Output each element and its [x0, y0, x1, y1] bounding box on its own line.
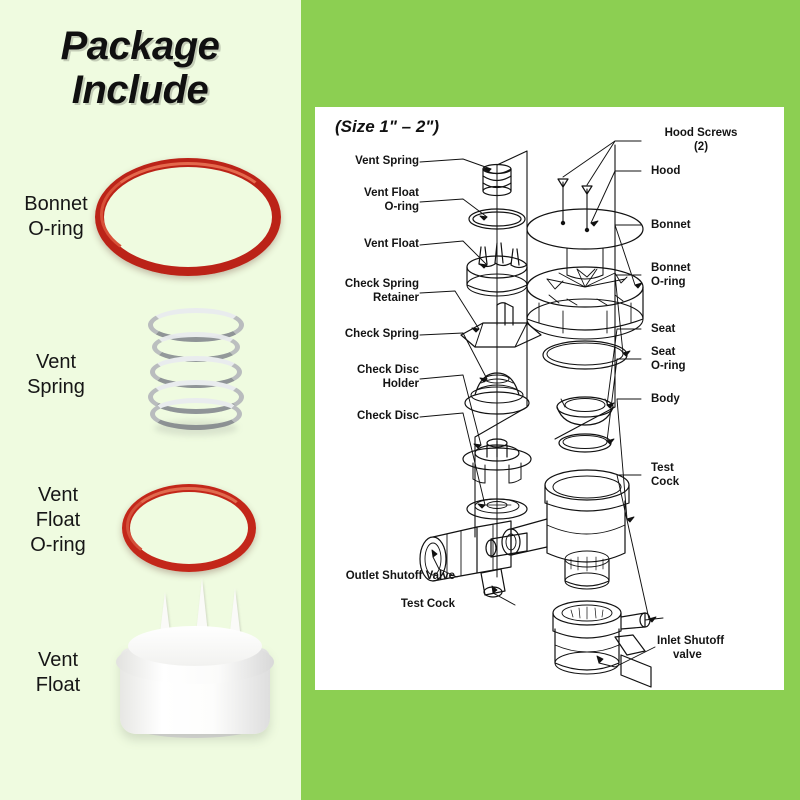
title-line-1: Package — [60, 24, 220, 68]
label-line-1: Hood Screws — [664, 127, 738, 139]
diagram-label-check-spring-retainer: Check Spring Retainer — [317, 278, 419, 305]
assembly-drawing — [419, 140, 664, 688]
vent-float-oring-image — [122, 484, 256, 572]
part-label-line-3: O-ring — [30, 534, 86, 556]
diagram-label-hood-screws: Hood Screws (2) — [645, 127, 757, 154]
label-line-2: Cock — [651, 475, 680, 488]
part-label-vent-float: Vent Float — [14, 648, 102, 698]
diagram-label-seat: Seat — [651, 323, 763, 337]
label-line-2: Retainer — [372, 291, 419, 304]
spring-coil — [150, 398, 242, 430]
package-include-panel: Package Include Bonnet O-ring Vent Sprin… — [0, 0, 301, 800]
diagram-label-body: Body — [651, 393, 763, 407]
label-line-1: Check Disc — [356, 364, 419, 376]
diagram-label-check-spring: Check Spring — [317, 328, 419, 342]
bonnet-oring-image — [95, 158, 281, 276]
label-line-1: Test Cock — [400, 598, 455, 610]
page-title: Package Include — [0, 24, 280, 112]
label-line-2: Holder — [382, 377, 419, 390]
diagram-label-check-disc: Check Disc — [317, 410, 419, 424]
diagram-label-bonnet: Bonnet — [651, 219, 763, 233]
label-line-1: Bonnet — [651, 219, 691, 231]
diagram-label-test-cock: Test Cock — [375, 598, 455, 612]
part-label-line-1: Vent — [37, 649, 79, 671]
label-line-1: Inlet Shutoff — [657, 635, 725, 647]
part-label-vent-float-oring: Vent Float O-ring — [14, 483, 102, 558]
part-label-vent-spring: Vent Spring — [10, 350, 102, 400]
label-line-1: Vent Float — [364, 238, 419, 250]
label-line-1: Test — [651, 462, 674, 474]
diagram-label-inlet-shutoff-valve: Inlet Shutoff valve — [657, 635, 773, 662]
part-label-line-2: Spring — [27, 376, 85, 398]
label-line-1: Vent Spring — [355, 155, 419, 167]
exploded-diagram-panel: (Size 1" – 2") — [315, 107, 784, 690]
label-line-1: Check Spring — [344, 278, 419, 290]
size-note: (Size 1" – 2") — [335, 117, 439, 136]
diagram-label-seat-oring: Seat O-ring — [651, 346, 763, 373]
title-line-2: Include — [71, 68, 209, 112]
label-line-1: Check Spring — [344, 328, 419, 340]
vent-float-image — [110, 578, 280, 756]
part-label-line-2: Float — [35, 674, 81, 696]
part-label-line-2: Float — [35, 509, 81, 531]
label-line-2: (2) — [693, 140, 709, 153]
part-label-line-1: Bonnet — [24, 193, 88, 215]
diagram-label-outlet-shutoff-valve: Outlet Shutoff Valve — [335, 570, 455, 584]
label-line-2: O-ring — [651, 359, 686, 372]
label-line-1: Vent Float — [364, 187, 419, 199]
diagram-label-vent-spring: Vent Spring — [321, 155, 419, 169]
diagram-label-hood: Hood — [651, 165, 763, 179]
diagram-label-test-cock-right: Test Cock — [651, 462, 763, 489]
label-line-2: O-ring — [651, 275, 686, 288]
part-label-line-1: Vent — [35, 351, 77, 373]
part-label-line-1: Vent — [37, 484, 79, 506]
vent-spring-image — [148, 306, 244, 436]
label-line-1: Check Disc — [356, 410, 419, 422]
label-line-1: Outlet Shutoff Valve — [345, 570, 455, 582]
part-label-bonnet-oring: Bonnet O-ring — [6, 192, 106, 242]
diagram-label-bonnet-oring: Bonnet O-ring — [651, 262, 763, 289]
oring-ring — [95, 158, 281, 276]
label-line-2: O-ring — [384, 200, 420, 213]
label-line-1: Body — [651, 393, 680, 405]
label-line-1: Seat — [651, 346, 676, 358]
label-line-1: Hood — [651, 165, 681, 177]
oring-ring — [122, 484, 256, 572]
diagram-label-vent-float: Vent Float — [321, 238, 419, 252]
float-top — [128, 626, 262, 666]
spring-shadow — [154, 420, 238, 436]
part-label-line-2: O-ring — [28, 218, 84, 240]
label-line-1: Bonnet — [651, 262, 691, 274]
label-line-2: valve — [673, 648, 702, 661]
label-line-1: Seat — [651, 323, 676, 335]
diagram-label-check-disc-holder: Check Disc Holder — [317, 364, 419, 391]
diagram-label-vent-float-oring: Vent Float O-ring — [321, 187, 419, 214]
